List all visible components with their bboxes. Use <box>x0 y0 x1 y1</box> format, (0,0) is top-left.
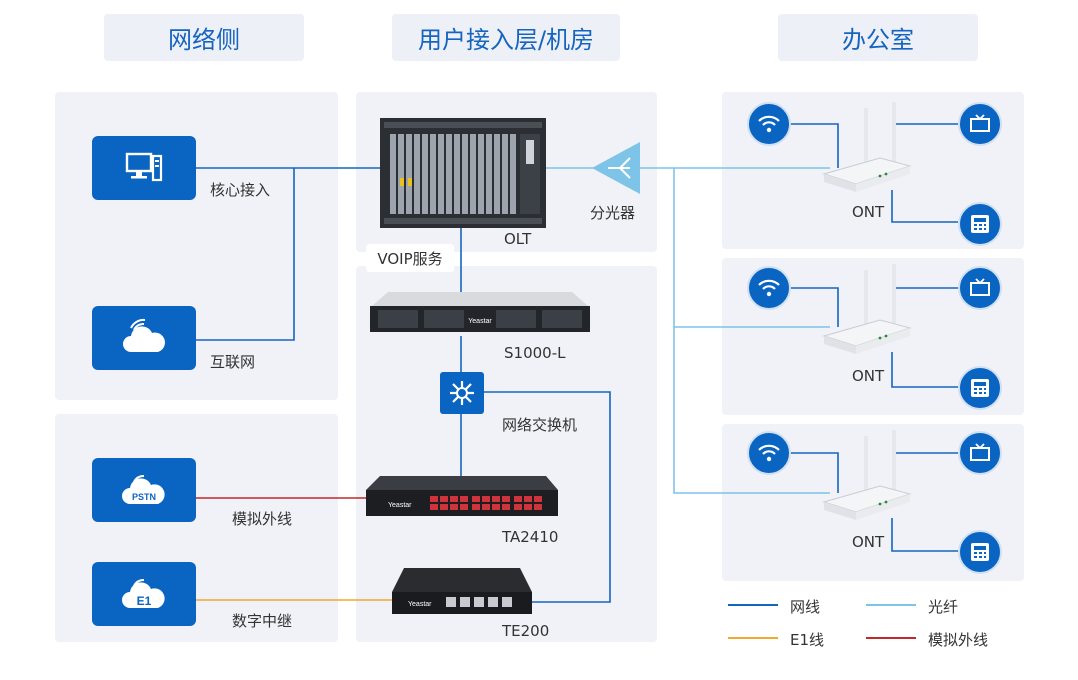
te200-device: Yeastar <box>392 568 532 614</box>
svg-text:Yeastar: Yeastar <box>468 318 492 325</box>
ta2410-device: Yeastar <box>366 476 558 516</box>
line-internet <box>196 168 295 341</box>
label-core-access: 核心接入 <box>210 181 271 199</box>
tv-icon-1 <box>958 102 1002 146</box>
voip-service-tag: VOIP服务 <box>366 244 454 272</box>
header-network-text: 网络侧 <box>168 26 240 54</box>
svg-text:Yeastar: Yeastar <box>408 601 432 608</box>
label-digital-trunk: 数字中继 <box>232 612 293 630</box>
computer-icon <box>125 152 163 182</box>
tv-icon-3 <box>958 431 1002 475</box>
label-te200: TE200 <box>502 622 550 640</box>
legend-swatch-ethernet <box>728 604 778 606</box>
line-fiber-trunk <box>673 168 830 494</box>
ont-router-2 <box>822 264 912 354</box>
label-ont-2: ONT <box>852 367 885 385</box>
label-ont-1: ONT <box>852 203 885 221</box>
switch-icon-box <box>440 372 484 414</box>
label-analog-line: 模拟外线 <box>232 510 293 528</box>
ont-router-1 <box>822 102 912 192</box>
ont-router-3 <box>822 430 912 520</box>
label-switch: 网络交换机 <box>502 416 578 434</box>
label-s1000: S1000-L <box>504 344 566 362</box>
phone-icon-3 <box>958 530 1002 574</box>
s1000-device: Yeastar <box>370 292 590 332</box>
olt-device <box>380 118 546 228</box>
e1-icon-box: E1 <box>92 562 196 626</box>
legend-swatch-analog <box>866 637 916 639</box>
wifi-icon-3 <box>747 431 791 475</box>
e1-cloud-icon: E1 <box>122 578 165 608</box>
header-office-text: 办公室 <box>842 26 914 54</box>
pstn-cloud-icon: PSTN <box>122 474 165 504</box>
label-splitter: 分光器 <box>590 204 636 222</box>
pstn-text: PSTN <box>132 492 156 502</box>
header-office: 办公室 <box>778 14 978 61</box>
label-internet: 互联网 <box>210 353 256 371</box>
line-switch-te <box>484 391 611 603</box>
e1-text: E1 <box>137 594 152 608</box>
header-access-text: 用户接入层/机房 <box>417 26 595 54</box>
legend-label-e1: E1线 <box>790 631 825 649</box>
wifi-icon-1 <box>747 102 791 146</box>
label-olt: OLT <box>504 230 532 248</box>
internet-icon-box <box>92 306 196 370</box>
network-switch-icon <box>450 381 474 405</box>
header-access: 用户接入层/机房 <box>392 14 620 61</box>
wifi-icon-2 <box>747 266 791 310</box>
legend-label-ethernet: 网线 <box>790 598 821 616</box>
legend-swatch-fiber <box>866 604 916 606</box>
legend-label-analog: 模拟外线 <box>928 631 989 649</box>
legend-label-fiber: 光纤 <box>928 598 959 616</box>
core-access-icon-box <box>92 136 196 200</box>
label-ont-3: ONT <box>852 533 885 551</box>
legend-swatch-e1 <box>728 637 778 639</box>
pstn-icon-box: PSTN <box>92 458 196 522</box>
phone-icon-2 <box>958 366 1002 410</box>
cloud-icon <box>123 318 165 352</box>
header-network: 网络侧 <box>104 14 304 61</box>
svg-text:Yeastar: Yeastar <box>388 502 412 509</box>
splitter-icon <box>592 142 640 194</box>
voip-service-text: VOIP服务 <box>377 249 443 268</box>
phone-icon-1 <box>958 202 1002 246</box>
label-ta2410: TA2410 <box>502 528 559 546</box>
tv-icon-2 <box>958 266 1002 310</box>
